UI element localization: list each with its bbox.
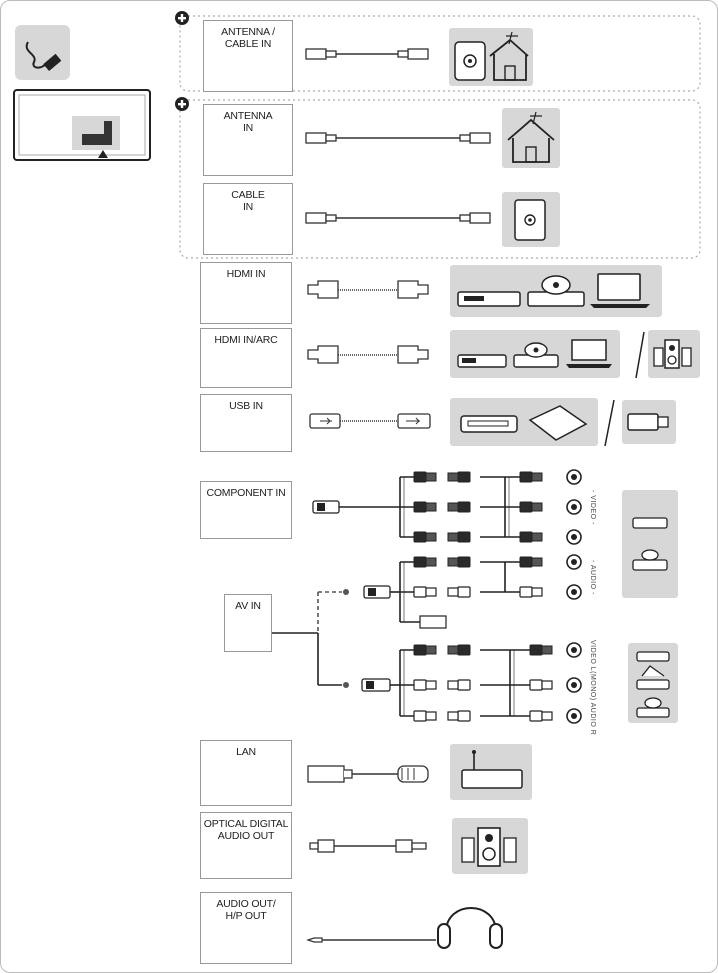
usb-stick-icon bbox=[622, 400, 676, 444]
port-label: LAN bbox=[236, 746, 256, 758]
hdmi-cable bbox=[307, 345, 429, 364]
usb-cable bbox=[309, 413, 431, 429]
port-label: HDMI IN bbox=[226, 268, 266, 280]
av-video-cable bbox=[258, 632, 582, 724]
speaker-icon bbox=[452, 818, 528, 874]
antenna-house-icon bbox=[449, 28, 533, 86]
headphones-icon bbox=[437, 907, 503, 949]
device-panel bbox=[450, 330, 620, 378]
coax-cable bbox=[305, 212, 491, 224]
port-label: AV IN bbox=[235, 600, 261, 612]
device-panel bbox=[450, 265, 662, 317]
port-label: HDMI IN/ARC bbox=[214, 334, 278, 346]
port-lan: LAN bbox=[200, 740, 292, 806]
coax-cable bbox=[305, 48, 429, 60]
component-audio-label: - AUDIO - bbox=[589, 560, 596, 595]
device-panel bbox=[622, 490, 678, 598]
port-hdmi-in-arc: HDMI IN/ARC bbox=[200, 328, 292, 388]
port-hdmi-in: HDMI IN bbox=[200, 262, 292, 324]
device-panel bbox=[628, 643, 678, 723]
port-antenna-cable-in: ANTENNA / CABLE IN bbox=[203, 20, 293, 92]
port-usb-in: USB IN bbox=[200, 394, 292, 452]
laptop-icon bbox=[590, 273, 650, 308]
speaker-icon bbox=[648, 330, 700, 378]
plus-icon bbox=[175, 97, 189, 111]
port-component-in: COMPONENT IN bbox=[200, 481, 292, 539]
hdmi-cable bbox=[307, 280, 429, 299]
antenna-or-cable-group bbox=[179, 99, 701, 259]
component-cable bbox=[312, 469, 582, 545]
component-video-label: - VIDEO - bbox=[589, 490, 596, 525]
port-antenna-in: ANTENNA IN bbox=[203, 104, 293, 176]
antenna-house-icon bbox=[502, 108, 560, 168]
headphone-cable bbox=[306, 937, 436, 943]
port-audio-out-hp-out: AUDIO OUT/ H/P OUT bbox=[200, 892, 292, 964]
port-optical-digital-audio-out: OPTICAL DIGITAL AUDIO OUT bbox=[200, 812, 292, 879]
port-av-in: AV IN bbox=[224, 594, 272, 652]
av-audio-cable bbox=[317, 554, 582, 633]
hard-drive-icon bbox=[528, 405, 588, 441]
cable-plug-icon bbox=[15, 25, 70, 80]
wall-socket-icon bbox=[502, 192, 560, 247]
port-label: COMPONENT IN bbox=[206, 487, 286, 499]
port-label: AUDIO OUT/ H/P OUT bbox=[216, 898, 276, 922]
port-label: CABLE IN bbox=[231, 189, 265, 213]
set-top-box-icon bbox=[457, 291, 521, 307]
av-side-labels: VIDEO L(MONO) AUDIO R bbox=[589, 640, 596, 736]
dvd-player-icon bbox=[527, 275, 585, 307]
port-label: ANTENNA / CABLE IN bbox=[221, 26, 275, 50]
port-label: USB IN bbox=[229, 400, 263, 412]
coax-cable bbox=[305, 132, 491, 144]
router-icon bbox=[450, 744, 532, 800]
plus-icon bbox=[175, 11, 189, 25]
port-label: OPTICAL DIGITAL AUDIO OUT bbox=[203, 818, 289, 842]
lan-cable bbox=[307, 765, 429, 783]
port-label: ANTENNA IN bbox=[223, 110, 273, 134]
tv-rear-icon bbox=[13, 89, 151, 161]
device-panel bbox=[450, 398, 598, 446]
antenna-cable-group bbox=[179, 15, 701, 92]
optical-cable bbox=[309, 839, 427, 853]
hard-drive-icon bbox=[460, 415, 518, 433]
port-cable-in: CABLE IN bbox=[203, 183, 293, 255]
